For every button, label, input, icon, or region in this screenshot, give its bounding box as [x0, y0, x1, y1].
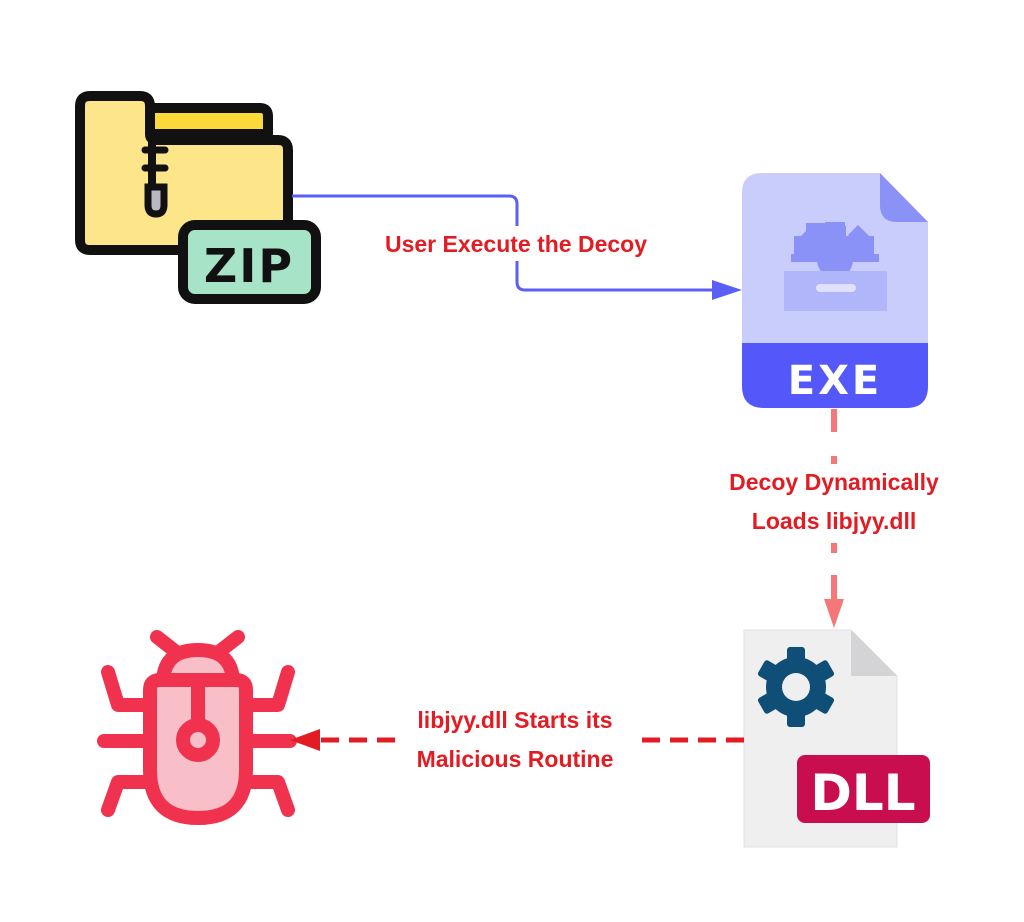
zipper-icon: [141, 140, 169, 218]
arrow-head: [712, 280, 742, 300]
zip-folder-icon: ZIP: [75, 91, 321, 304]
dll-badge: [797, 755, 930, 823]
zip-badge-label: ZIP: [204, 239, 294, 293]
gear-icon: [757, 647, 835, 727]
edge-label-2-line-1: Decoy Dynamically: [729, 469, 939, 495]
edge-dll-to-malware: libjyy.dll Starts its Malicious Routine: [290, 707, 744, 772]
gear-icon: [791, 222, 879, 278]
edge-exe-to-dll: Decoy Dynamically Loads libjyy.dll: [729, 409, 939, 628]
arrow-head: [290, 729, 320, 751]
arrow-head: [824, 599, 844, 628]
edge-label-3-line-2: Malicious Routine: [417, 746, 614, 772]
zip-folder-back: [145, 103, 273, 139]
edge-label-3-line-1: libjyy.dll Starts its: [417, 707, 612, 733]
edge-line: [292, 194, 712, 292]
dll-badge-label: DLL: [810, 764, 915, 822]
exe-badge-label: EXE: [788, 358, 883, 404]
exe-file-icon: EXE: [742, 173, 928, 408]
zip-badge: [178, 220, 321, 304]
zip-folder-body: [75, 91, 293, 255]
edge-label-2-line-2: Loads libjyy.dll: [752, 508, 916, 534]
edge-label-1: User Execute the Decoy: [385, 231, 647, 257]
exe-file-fold: [880, 173, 928, 222]
edge-zip-to-exe: User Execute the Decoy: [292, 194, 742, 300]
dll-file-icon: DLL: [743, 629, 930, 848]
exe-file-band: [742, 343, 928, 408]
bug-icon: [97, 630, 297, 825]
dll-file-fold: [851, 630, 897, 676]
